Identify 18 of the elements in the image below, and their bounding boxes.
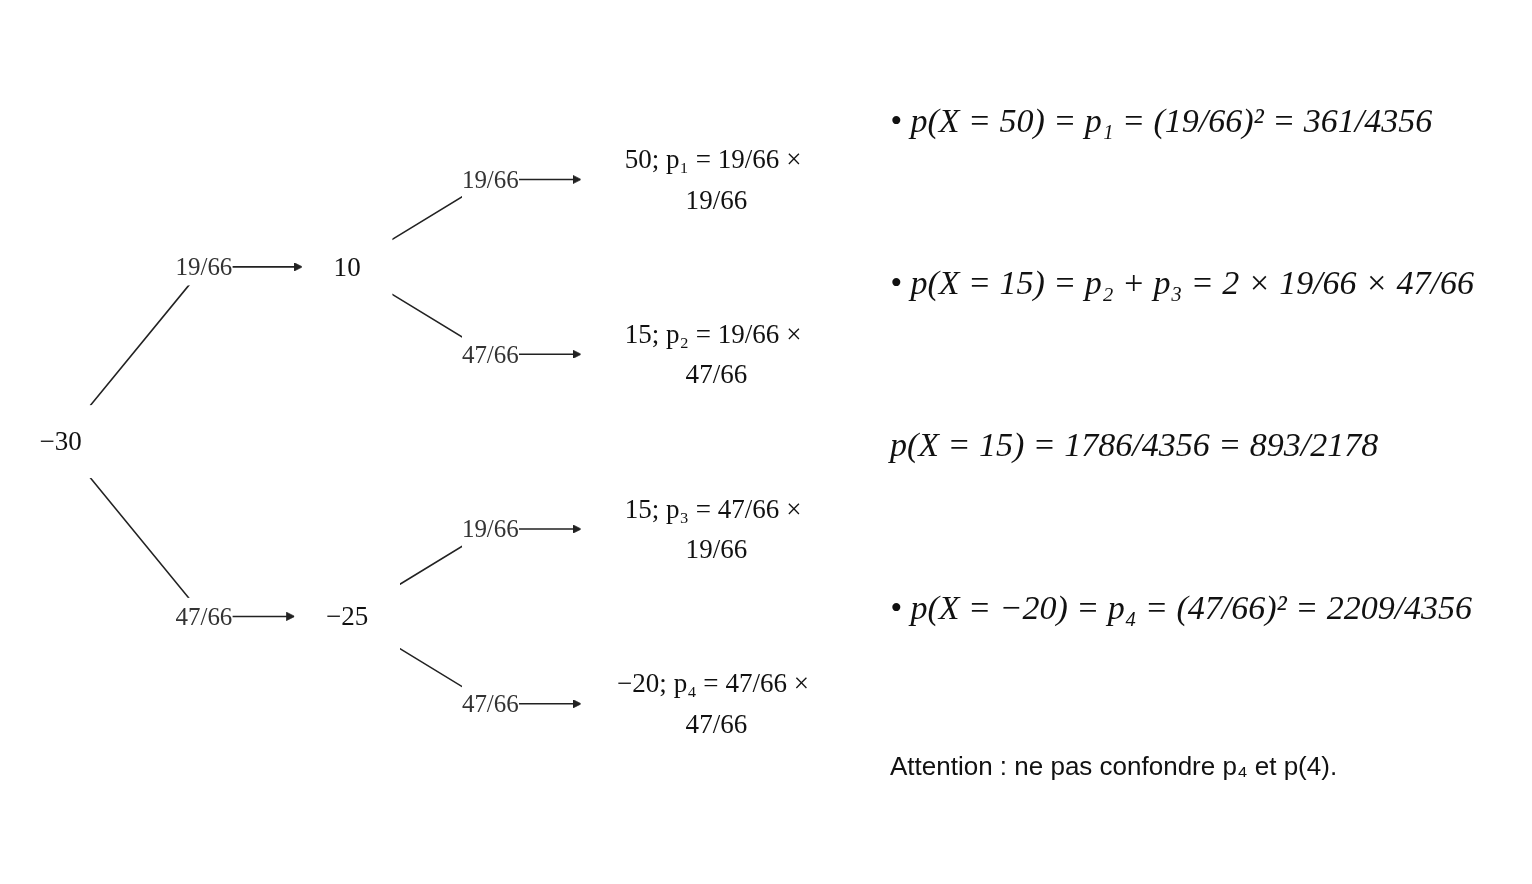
edge-label: 19/66 bbox=[461, 515, 519, 543]
node-text: −30 bbox=[39, 426, 82, 458]
formula-text: • p(X = −20) = p₄ = (47/66)² = 2209/4356 bbox=[890, 588, 1474, 627]
node-text: 15; p₂ = 19/66 × 47/66 bbox=[624, 319, 802, 390]
note-text: Attention : ne pas confondre p₄ et p(4). bbox=[890, 750, 1339, 782]
edge-label: 47/66 bbox=[461, 690, 519, 718]
edge-label: 47/66 bbox=[175, 603, 233, 631]
node-text: 10 bbox=[333, 252, 361, 283]
edge-label: 19/66 bbox=[461, 166, 519, 194]
node-text: −25 bbox=[325, 601, 369, 632]
formula-text: • p(X = 15) = p₂ + p₃ = 2 × 19/66 × 47/66 bbox=[890, 264, 1475, 303]
formula-text: p(X = 15) = 1786/4356 = 893/2178 bbox=[890, 426, 1380, 465]
node-text: 15; p₃ = 47/66 × 19/66 bbox=[624, 494, 802, 565]
edge-label: 47/66 bbox=[461, 341, 519, 369]
node-text: −20; p₄ = 47/66 × 47/66 bbox=[617, 668, 810, 740]
edge-label: 19/66 bbox=[175, 253, 233, 281]
node-text: 50; p₁ = 19/66 × 19/66 bbox=[624, 144, 802, 216]
formula-text: • p(X = 50) = p₁ = (19/66)² = 361/4356 bbox=[890, 102, 1434, 141]
